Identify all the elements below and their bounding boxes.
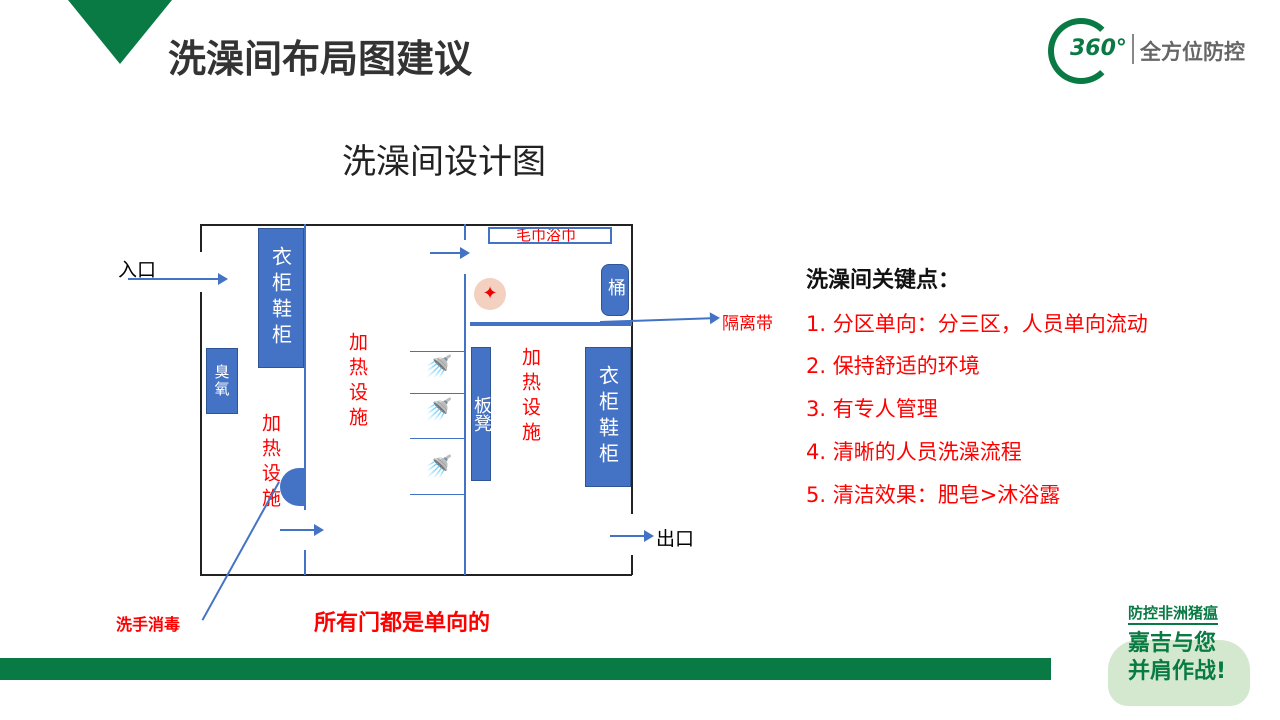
entrance-label: 入口 (118, 259, 157, 281)
shower-icon: 🚿 (425, 355, 453, 380)
isolation-arrow (600, 316, 718, 324)
bucket: 桶 (601, 264, 629, 316)
key-points-heading: 洗澡间关键点： (806, 268, 961, 293)
handwash-pointer (201, 481, 280, 621)
page-title: 洗澡间布局图建议 (168, 37, 473, 81)
diagram-title: 洗澡间设计图 (342, 142, 546, 182)
isolation-label: 隔离带 (722, 314, 773, 334)
logo-divider (1132, 34, 1134, 64)
key-point: 2. 保持舒适的环境 (806, 354, 980, 378)
ozone-box: 臭氧 (206, 348, 238, 414)
exit-arrow (610, 530, 654, 542)
fist-bump-graphic (1108, 640, 1250, 706)
badge-line-1: 防控非洲猪瘟 (1128, 602, 1219, 625)
badge-line-3: 并肩作战! (1128, 659, 1227, 684)
heater-dome (280, 468, 304, 506)
footer-bar (0, 658, 1051, 680)
flow-arrow (430, 247, 470, 259)
badge-line-2: 嘉吉与您 (1128, 631, 1217, 656)
key-point: 4. 清晰的人员洗澡流程 (806, 440, 1022, 464)
corner-triangle (68, 0, 172, 64)
shower-icon: 🚿 (425, 455, 453, 480)
key-point: 3. 有专人管理 (806, 397, 938, 421)
campaign-badge: 防控非洲猪瘟 嘉吉与您 并肩作战! (1104, 600, 1254, 710)
locker-2: 衣柜鞋柜 (585, 347, 631, 487)
logo-text: 全方位防控 (1140, 40, 1245, 64)
heating-label-3: 加热设施 (519, 347, 541, 447)
logo: 360° 全方位防控 (1048, 18, 1268, 84)
hair-dryer-icon: ✦ (474, 278, 506, 310)
logo-ring-icon (1048, 18, 1114, 84)
heating-label-2: 加热设施 (346, 332, 368, 432)
flow-arrow (280, 524, 324, 536)
doors-note: 所有门都是单向的 (314, 611, 491, 636)
logo-number: 360° (1070, 36, 1127, 61)
shower-icon: 🚿 (425, 398, 453, 423)
handwash-label: 洗手消毒 (116, 615, 181, 634)
locker-1: 衣柜鞋柜 (258, 228, 304, 368)
bench: 板凳 (471, 347, 492, 481)
key-point: 5. 清洁效果：肥皂>沐浴露 (806, 483, 1061, 507)
entrance-arrow (128, 273, 228, 285)
key-point: 1. 分区单向：分三区，人员单向流动 (806, 312, 1148, 336)
exit-label: 出口 (656, 528, 695, 550)
towel-rack: 毛巾浴巾 (488, 227, 612, 244)
